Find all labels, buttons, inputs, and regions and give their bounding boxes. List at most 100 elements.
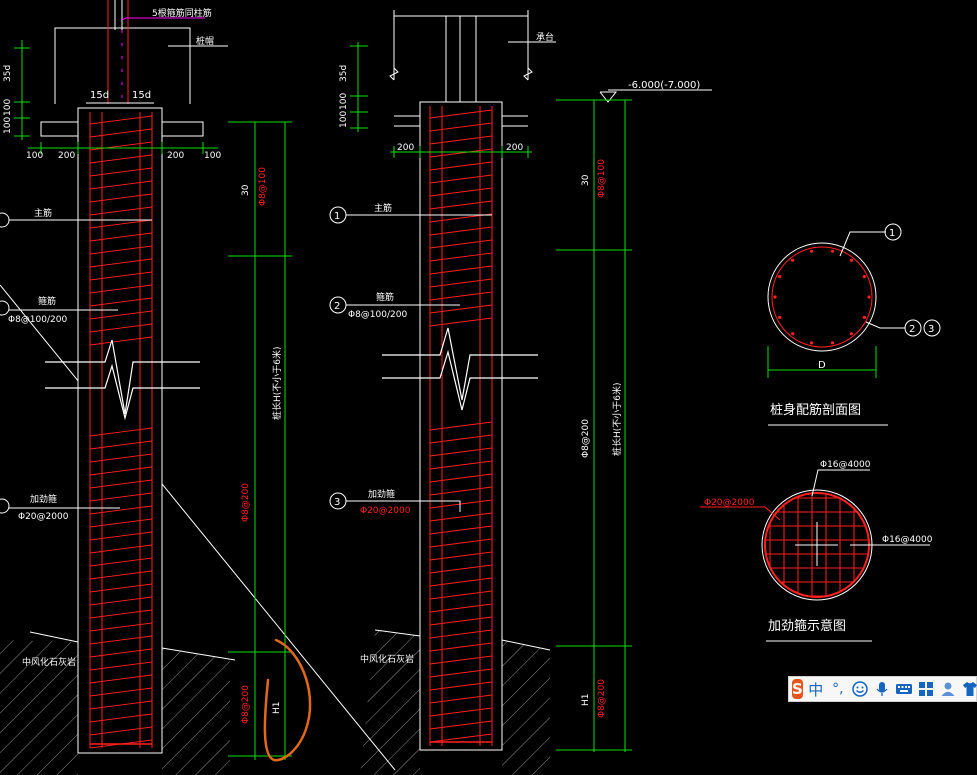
section-main-bar-dot (778, 315, 782, 319)
keyboard-icon[interactable] (895, 679, 913, 699)
left-seg-top: 30 (241, 184, 251, 196)
stirrup-line (89, 583, 153, 593)
stirrup-line (89, 206, 153, 216)
punctuation-toggle[interactable]: °, (832, 681, 844, 697)
stirrup-line (429, 109, 493, 119)
stirrup-line (89, 284, 153, 294)
section-callout-2 (904, 319, 922, 337)
section-main-bar-dot (849, 258, 853, 262)
section-main-bar-dot (862, 275, 866, 279)
right-spacing-top: Φ8@100 (597, 159, 607, 198)
stirrup-line (89, 596, 153, 606)
stirrup-line (89, 466, 153, 476)
section-callout-1 (884, 223, 902, 241)
stirrup-line (89, 310, 153, 320)
ground-hatch-left (0, 640, 78, 775)
stirrup-line (429, 226, 493, 236)
stirrup-line (429, 707, 493, 717)
sogou-logo-icon[interactable]: S (792, 679, 803, 699)
stirrup-line (429, 629, 493, 639)
left-vdim-35d: 35d (3, 65, 13, 82)
ground-hatch-left2 (162, 648, 230, 775)
stirrup-line (429, 577, 493, 587)
section-main-bar-dot (791, 258, 795, 262)
stirrup-line (429, 642, 493, 652)
stiffener-title: 加劲箍示意图 (768, 618, 846, 634)
stirrup-line (89, 700, 153, 710)
left-vdim-100a: 100 (3, 99, 13, 116)
stirrup-line (429, 486, 493, 496)
right-callout-2-num: 2 (334, 301, 340, 312)
right-pile-length: 桩长H(不小于6米) (611, 382, 623, 456)
left-break-line (45, 339, 200, 415)
grid-icon[interactable] (917, 679, 935, 699)
smile-icon[interactable] (851, 679, 869, 699)
left-vdim-100b: 100 (3, 117, 13, 134)
stirrup-line (429, 616, 493, 626)
user-icon[interactable] (939, 679, 957, 699)
diagonal-reference-line (0, 284, 396, 771)
section-main-bar-dot (773, 295, 777, 299)
ground-line-right2 (501, 639, 551, 651)
stirrup-line (89, 505, 153, 515)
stirrup-line (429, 564, 493, 574)
stirrup-line (429, 447, 493, 457)
section-diameter-label: D (818, 360, 826, 371)
stirrup-line (89, 557, 153, 567)
section-callout-1-num: 1 (889, 228, 895, 239)
stirrup-line (429, 538, 493, 548)
ground-line-left2 (161, 647, 236, 661)
stirrup-line (89, 440, 153, 450)
right-callout-1-num: 1 (334, 211, 340, 222)
stirrup-line (89, 687, 153, 697)
stirrup-line (89, 622, 153, 632)
stirrup-line (89, 531, 153, 541)
stirrup-line (429, 148, 493, 158)
section-main-bar-dot (809, 341, 814, 345)
left-callout-3 (0, 498, 10, 514)
right-spacing-mid: Φ8@200 (581, 419, 591, 458)
microphone-icon[interactable] (873, 679, 891, 699)
left-pile-length: 桩长H(不小于6米) (271, 346, 283, 420)
left-pile-body (77, 107, 163, 754)
language-toggle[interactable]: 中 (808, 680, 824, 699)
stiffener-spec-right: Φ16@4000 (882, 535, 933, 545)
stiffener-ring-spec: Φ20@2000 (704, 498, 755, 508)
left-callout-1 (0, 212, 10, 228)
stiffener-diagram: Φ16@4000 Φ20@2000 Φ16@4000 加劲箍示意图 (700, 460, 933, 642)
section-main-bar-dot (791, 332, 795, 336)
stirrup-line (89, 193, 153, 203)
stirrup-line (89, 661, 153, 671)
main-bar-label: 主筋 (34, 207, 52, 219)
right-callout-3-num: 3 (334, 497, 340, 508)
left-spacing-mid: Φ8@200 (241, 483, 251, 522)
stirrup-line (89, 713, 153, 723)
shirt-icon[interactable] (961, 679, 977, 699)
stirrup-spec: Φ8@100/200 (8, 315, 67, 325)
left-dim-15d: 15d (90, 90, 109, 101)
stirrup-line (89, 154, 153, 164)
section-main-bar-dot (830, 249, 835, 253)
section-title: 桩身配筋剖面图 (770, 402, 861, 418)
stirrup-line (89, 180, 153, 190)
stirrup-line (89, 427, 153, 437)
right-vdim-100a: 100 (339, 93, 349, 110)
stirrup-line (89, 167, 153, 177)
left-seg-bottom: H1 (272, 702, 282, 715)
section-callout-2-num: 2 (909, 324, 915, 335)
right-break-mark (523, 67, 533, 81)
stirrup-line (429, 473, 493, 483)
right-pile: 承台 35d 100 100 200 200 -6.000(-7.000) 1 … (329, 10, 712, 752)
stirrup-line (429, 655, 493, 665)
stirrup-line (89, 219, 153, 229)
right-hdim-200b: 200 (506, 143, 523, 153)
ime-toolbar[interactable]: S 中 °, (788, 676, 977, 702)
right-stiffener-label: 加劲箍 (368, 488, 395, 500)
elevation-marker (599, 91, 618, 103)
stirrup-line (429, 304, 493, 314)
stirrup-line (89, 141, 153, 151)
stirrup-line (89, 245, 153, 255)
stirrup-line (89, 479, 153, 489)
stirrup-line (89, 271, 153, 281)
top-label: 5根箍筋同柱筋 (152, 7, 212, 19)
